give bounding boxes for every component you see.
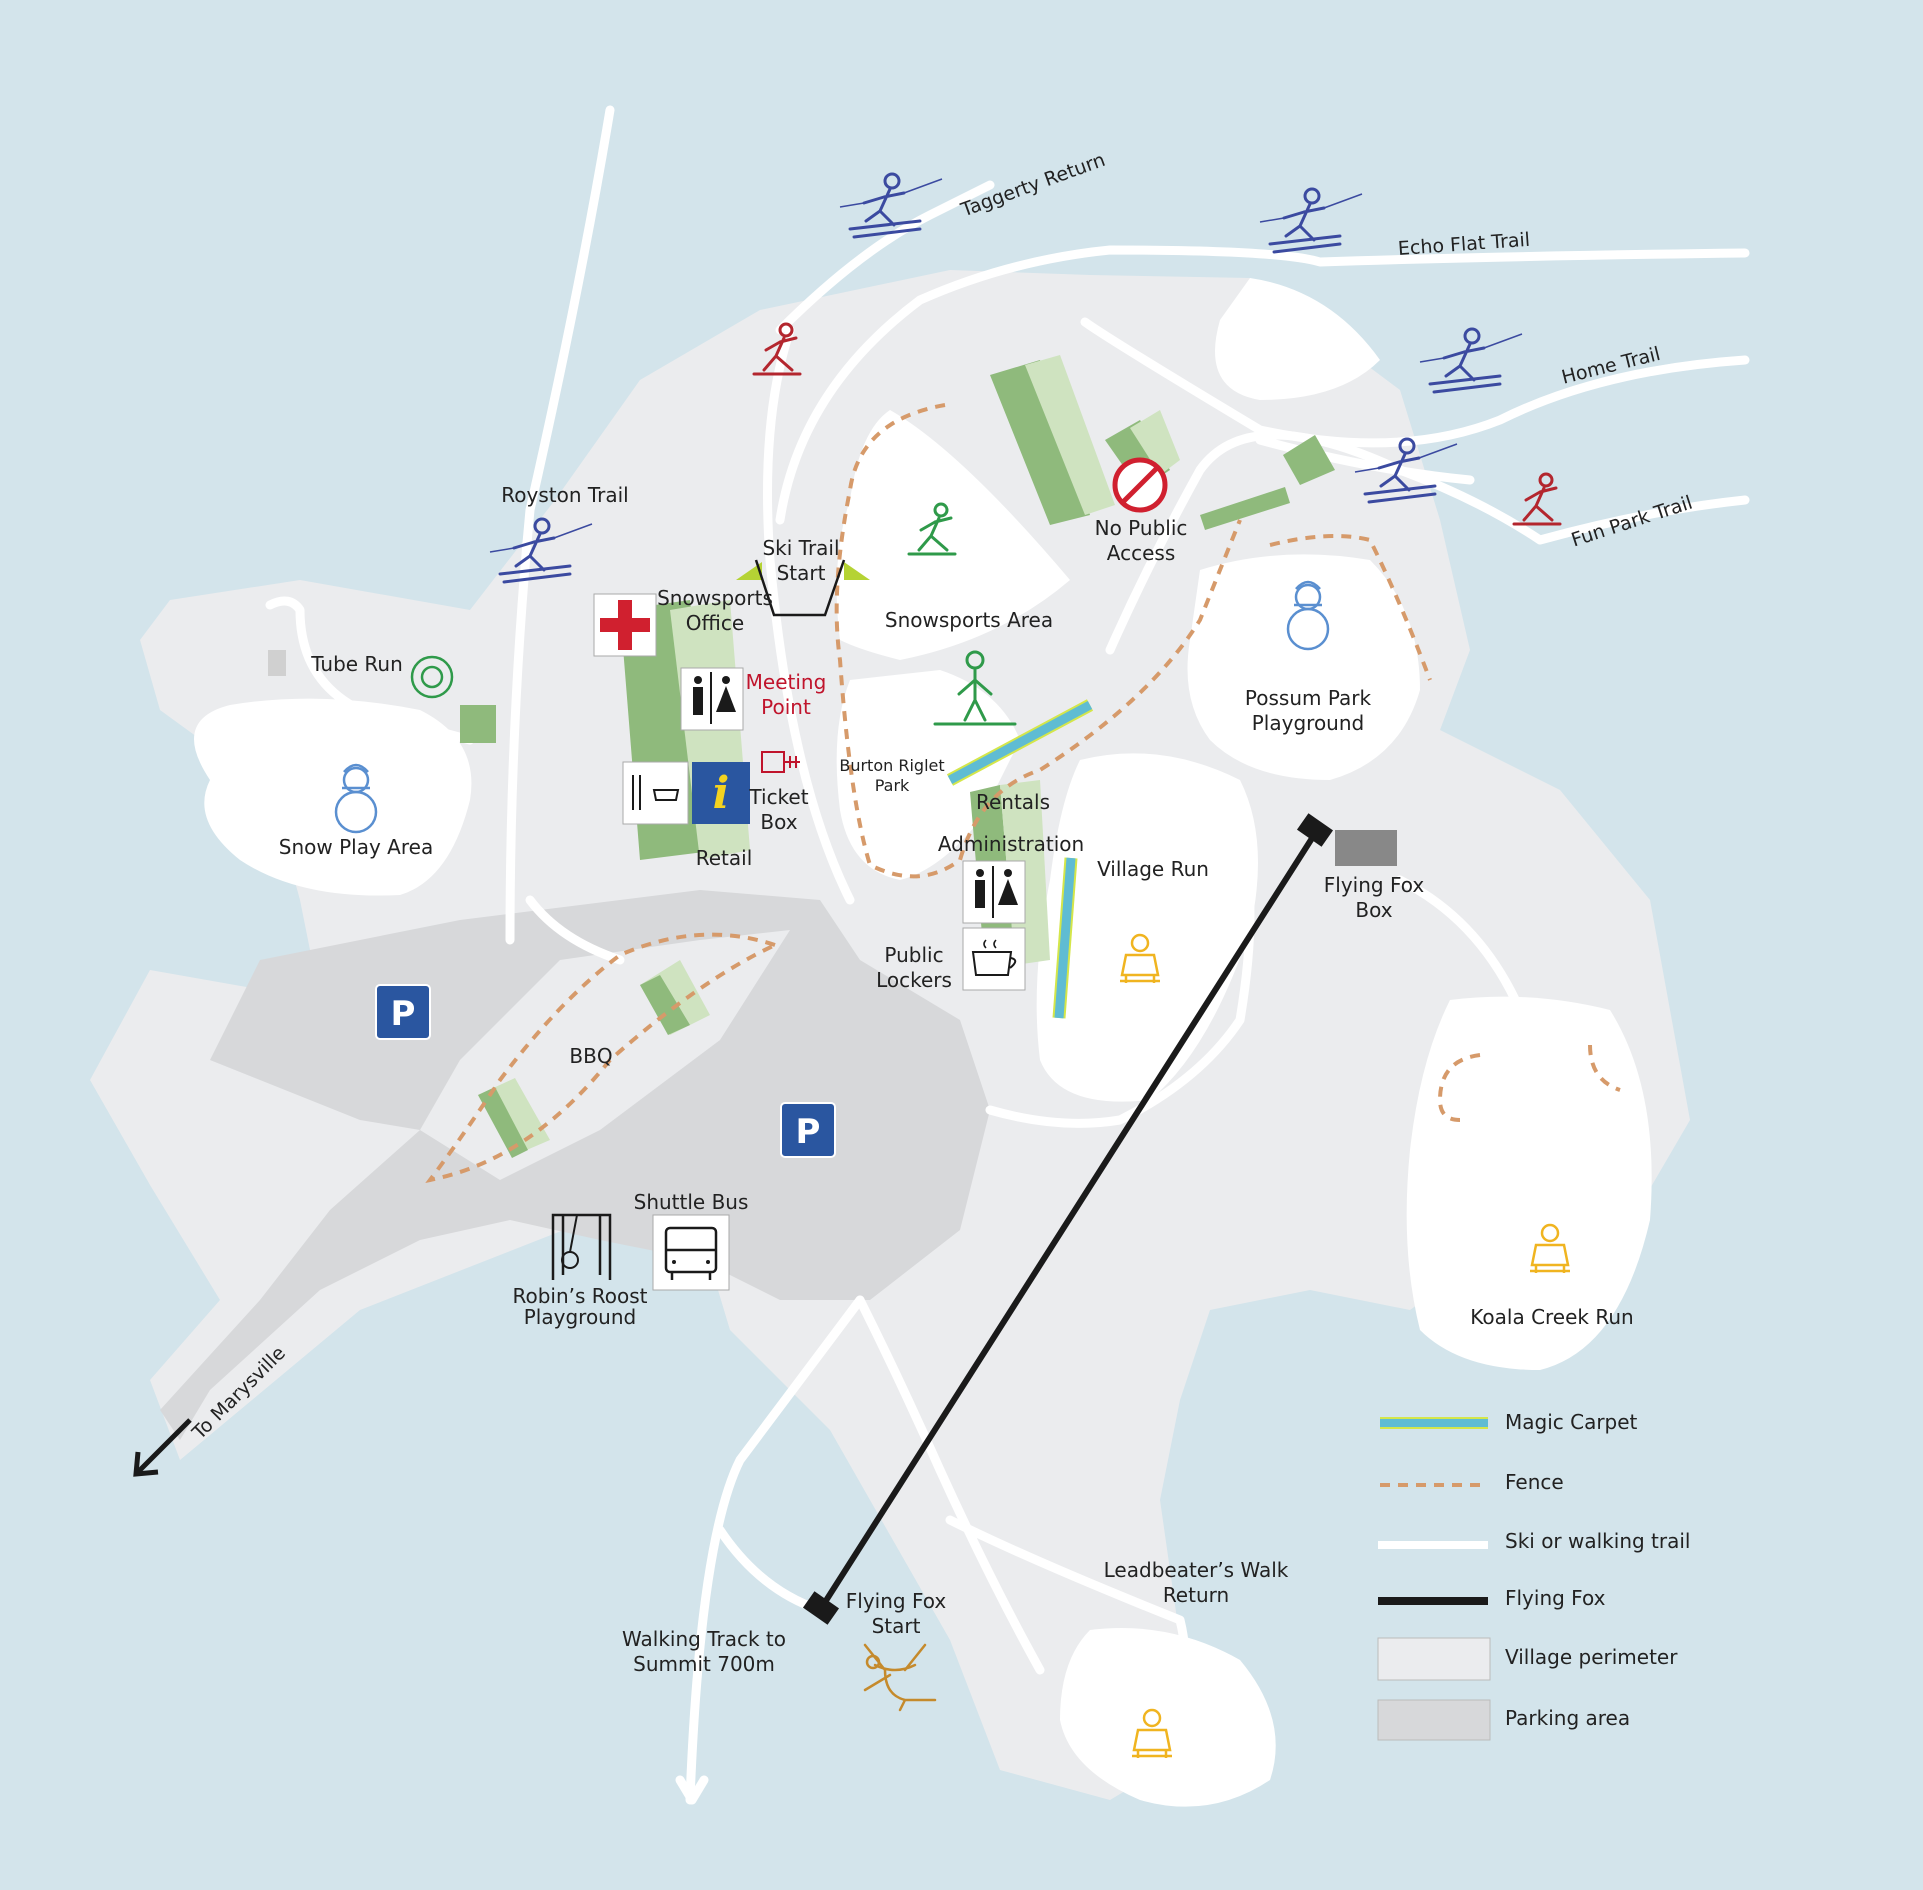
ski-trail-start-gate [736, 559, 870, 617]
snow-play-area-label: Snow Play Area [278, 835, 434, 859]
ski-trail-start-label: Ski Trail Start [762, 536, 840, 585]
swing-icon [551, 1213, 612, 1280]
information-icon: i [692, 762, 750, 824]
legend-item-fence: Fence [1375, 1463, 1795, 1503]
flying-fox-box-building [1335, 830, 1397, 866]
no-entry-icon [1112, 457, 1168, 513]
burton-riglet-park-label: Burton Riglet Park [839, 756, 945, 795]
shuttle-bus-label: Shuttle Bus [633, 1190, 749, 1214]
no-public-access-label: No Public Access [1094, 516, 1188, 565]
robins-roost-playground-label: Robin’s Roost Playground [512, 1284, 648, 1329]
meeting-point-label: Meeting Point [745, 670, 827, 719]
flying-fox-rider-icon [863, 1643, 937, 1712]
legend-label: Parking area [1505, 1706, 1631, 1730]
first-aid-icon [593, 593, 657, 657]
parking-sign-icon: P [780, 1102, 836, 1158]
bbq-label: BBQ [569, 1044, 613, 1068]
ticket-icon [761, 751, 800, 773]
cafe-icon [962, 927, 1026, 991]
snowsports-area-label: Snowsports Area [884, 608, 1054, 632]
legend-symbols [1377, 1417, 1491, 1741]
parking-sign-icon: P [375, 984, 431, 1040]
legend-item-village-perimeter: Village perimeter [1375, 1638, 1795, 1678]
legend-item-trail: Ski or walking trail [1375, 1522, 1795, 1562]
toilets-icon [962, 860, 1026, 924]
legend-item-parking-area: Parking area [1375, 1699, 1795, 1739]
toilets-icon [680, 667, 744, 731]
legend-label: Magic Carpet [1505, 1410, 1638, 1434]
magic-carpets [946, 699, 1094, 1019]
tube-run-icon [410, 655, 454, 699]
bus-icon [652, 1214, 730, 1291]
skier-blue-icon [1258, 187, 1364, 254]
leadbeaters-walk-return-label: Leadbeater’s Walk Return [1103, 1558, 1289, 1607]
public-lockers-label: Public Lockers [876, 943, 952, 992]
administration-label: Administration [937, 832, 1085, 856]
walker-red-icon [1512, 472, 1562, 526]
koala-creek-run-label: Koala Creek Run [1470, 1305, 1634, 1329]
fences [425, 403, 1621, 1183]
road-arrow [133, 1418, 192, 1477]
retail-label: Retail [695, 846, 753, 870]
skier-blue-icon [1418, 327, 1524, 394]
royston-trail-label: Royston Trail [501, 483, 629, 507]
flying-fox-start-label: Flying Fox Start [845, 1589, 947, 1638]
legend-label: Flying Fox [1505, 1586, 1606, 1610]
snowsports-office-label: Snowsports Office [657, 586, 773, 635]
parking-sign-letter: P [391, 994, 416, 1034]
possum-park-playground-label: Possum Park Playground [1244, 686, 1372, 735]
legend-label: Fence [1505, 1470, 1564, 1494]
tube-run-label: Tube Run [311, 652, 403, 676]
village-run-label: Village Run [1097, 857, 1209, 881]
ticket-box-label: Ticket Box [749, 785, 809, 834]
food-icon [622, 761, 689, 825]
parking-sign-letter: P [796, 1112, 821, 1152]
flying-fox [802, 813, 1397, 1625]
flying-fox-box-label: Flying Fox Box [1323, 873, 1425, 922]
legend-item-magic-carpet: Magic Carpet [1375, 1403, 1795, 1443]
snowboarder-green-icon [933, 650, 1017, 726]
svg-text:i: i [713, 768, 730, 819]
walking-track-label: Walking Track to Summit 700m [622, 1627, 786, 1676]
skier-blue-icon [838, 172, 944, 239]
trails [265, 105, 1750, 1805]
legend-item-flying-fox: Flying Fox [1375, 1579, 1795, 1619]
legend-label: Ski or walking trail [1505, 1529, 1691, 1553]
legend-label: Village perimeter [1505, 1645, 1678, 1669]
rentals-label: Rentals [975, 790, 1051, 814]
